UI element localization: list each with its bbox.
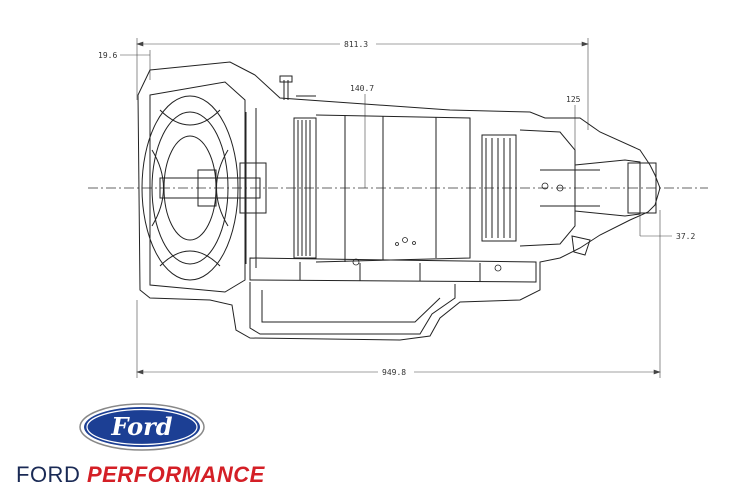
bolt-details <box>352 182 564 272</box>
dimension-overall-length <box>136 210 661 378</box>
brand-primary: FORD <box>16 462 81 487</box>
dimension-label-output-shaft: 37.2 <box>676 232 695 241</box>
dimension-label-main-case: 811.3 <box>344 40 368 49</box>
dimension-label-overall: 949.8 <box>382 368 406 377</box>
transmission-body <box>137 61 661 341</box>
dimension-label-gear-section: 140.7 <box>350 84 374 93</box>
ford-performance-wordmark: FORD PERFORMANCE <box>16 462 265 488</box>
dimension-label-front-offset: 19.6 <box>98 51 117 60</box>
ford-emblem-text: Ford <box>110 412 172 441</box>
dimension-label-rear-extension: 125 <box>566 95 581 104</box>
transmission-technical-drawing: 949.8 811.3 19.6 140.7 125 37.2 <box>88 38 708 378</box>
ford-oval-logo: Ford <box>79 403 205 451</box>
brand-secondary: PERFORMANCE <box>86 462 265 487</box>
dimension-front-offset <box>120 50 151 80</box>
dimension-output-shaft <box>639 215 672 237</box>
